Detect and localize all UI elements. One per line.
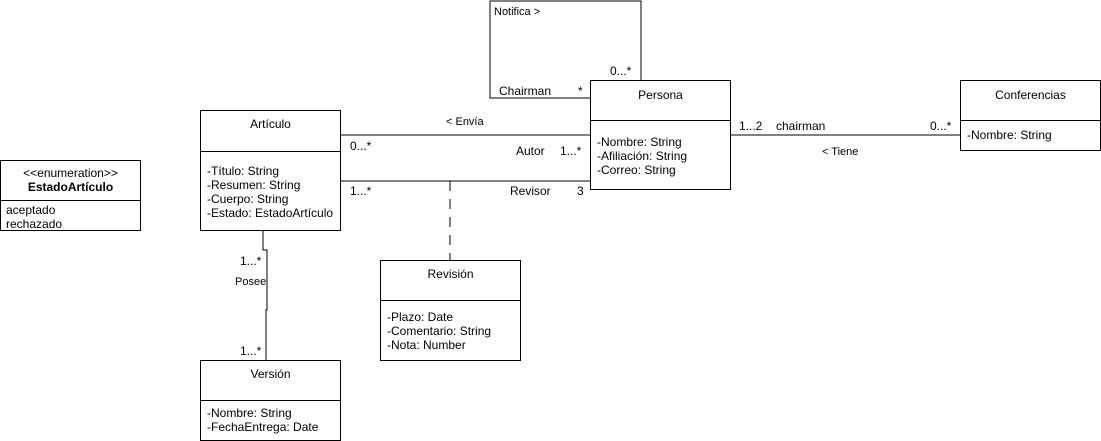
version-attributes: -Nombre: String -FechaEntrega: Date bbox=[201, 401, 340, 438]
attribute: -Nombre: String bbox=[207, 406, 292, 420]
persona-attributes: -Nombre: String -Afiliación: String -Cor… bbox=[591, 121, 730, 181]
notifica-self-association bbox=[489, 0, 642, 99]
enum-stereotype: <<enumeration>> bbox=[23, 166, 118, 180]
attribute: -Afiliación: String bbox=[597, 149, 688, 163]
notifica-label: Notifica > bbox=[494, 6, 541, 18]
attribute: -Plazo: Date bbox=[387, 310, 454, 324]
version-class[interactable]: Versión -Nombre: String -FechaEntrega: D… bbox=[200, 360, 341, 441]
articulo-class[interactable]: Artículo -Título: String -Resumen: Strin… bbox=[200, 110, 341, 231]
chairman-role: chairman bbox=[776, 119, 826, 133]
attribute: -FechaEntrega: Date bbox=[207, 420, 319, 434]
articulo-attributes: -Título: String -Resumen: String -Cuerpo… bbox=[201, 152, 340, 224]
attribute: -Nombre: String bbox=[967, 128, 1052, 142]
enum-header: <<enumeration>> EstadoArtículo bbox=[1, 161, 140, 201]
posee-label: Posee bbox=[235, 275, 267, 289]
attribute: -Nombre: String bbox=[597, 135, 682, 149]
attribute: -Correo: String bbox=[597, 163, 676, 177]
autor-mult: 1...* bbox=[560, 144, 582, 158]
attribute: -Resumen: String bbox=[207, 178, 301, 192]
autor-role: Autor bbox=[516, 144, 545, 158]
enum-values: aceptado rechazado bbox=[1, 201, 140, 233]
notifica-chairman-role: Chairman bbox=[499, 84, 552, 98]
articulo-header: Artículo bbox=[201, 111, 340, 152]
conferencias-mult: 0...* bbox=[930, 119, 952, 133]
posee-association bbox=[262, 230, 268, 360]
revisor-mult: 3 bbox=[577, 184, 584, 198]
notifica-star-mult: * bbox=[578, 84, 583, 98]
notifica-mult: 0...* bbox=[610, 64, 632, 78]
revision-class[interactable]: Revisión -Plazo: Date -Comentario: Strin… bbox=[380, 260, 521, 361]
attribute: -Nota: Number bbox=[387, 338, 466, 352]
enum-value: rechazado bbox=[6, 217, 63, 231]
enum-name: EstadoArtículo bbox=[27, 180, 114, 194]
chairman-persona-mult: 1...2 bbox=[739, 119, 763, 133]
revisor-role: Revisor bbox=[510, 184, 551, 198]
envia-articulo-mult: 0...* bbox=[350, 139, 372, 153]
estado-articulo-enum[interactable]: <<enumeration>> EstadoArtículo aceptado … bbox=[0, 160, 141, 231]
conferencias-header: Conferencias bbox=[961, 81, 1100, 121]
version-header: Versión bbox=[201, 361, 340, 401]
tiene-label: < Tiene bbox=[822, 146, 859, 158]
attribute: -Título: String bbox=[207, 164, 280, 178]
persona-header: Persona bbox=[591, 81, 730, 121]
conferencias-attributes: -Nombre: String bbox=[961, 121, 1100, 146]
attribute: -Cuerpo: String bbox=[207, 192, 289, 206]
revisor-articulo-mult: 1...* bbox=[350, 184, 372, 198]
persona-class[interactable]: Persona -Nombre: String -Afiliación: Str… bbox=[590, 80, 731, 190]
posee-top-mult: 1...* bbox=[240, 254, 262, 268]
enum-value: aceptado bbox=[6, 203, 56, 217]
revision-header: Revisión bbox=[381, 261, 520, 301]
envia-label: < Envía bbox=[446, 116, 484, 128]
attribute: -Estado: EstadoArtículo bbox=[207, 206, 334, 220]
attribute: -Comentario: String bbox=[387, 324, 492, 338]
conferencias-class[interactable]: Conferencias -Nombre: String bbox=[960, 80, 1101, 151]
revision-attributes: -Plazo: Date -Comentario: String -Nota: … bbox=[381, 301, 520, 356]
posee-bottom-mult: 1...* bbox=[240, 344, 262, 358]
